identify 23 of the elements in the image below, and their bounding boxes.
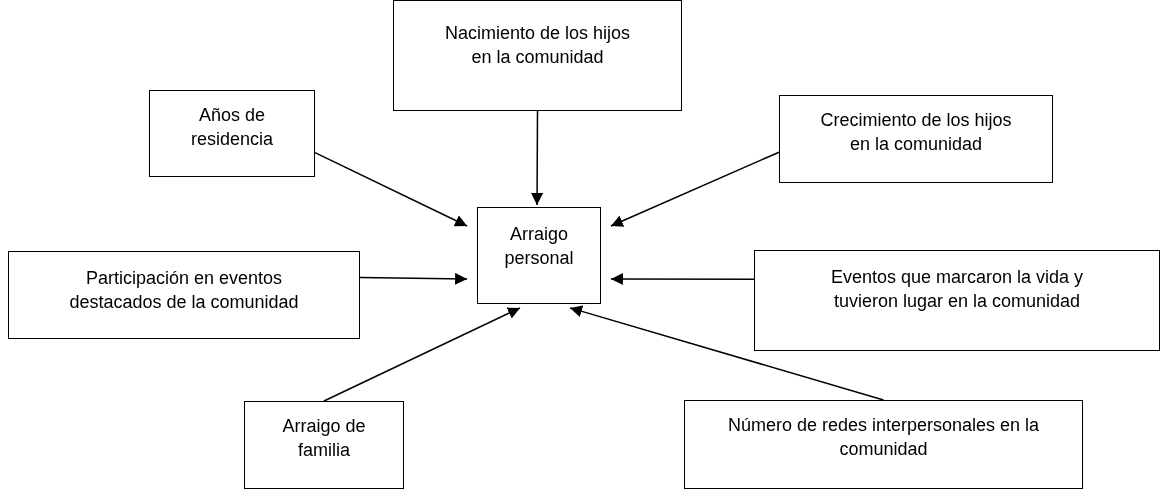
arrow bbox=[531, 110, 544, 206]
arrow bbox=[610, 273, 755, 285]
arrow bbox=[610, 151, 780, 227]
box-label: Participación en eventos destacados de la comunidad bbox=[68, 267, 300, 314]
box-label: Eventos que marcaron la vida y tuvieron lugar en la comunidad bbox=[829, 266, 1085, 313]
arrow bbox=[569, 305, 885, 401]
arrow bbox=[359, 272, 468, 285]
factor-box bbox=[393, 0, 682, 111]
factor-box bbox=[779, 95, 1053, 183]
factor-box bbox=[149, 90, 315, 177]
box-label: Arraigo de familia bbox=[281, 415, 367, 462]
box-label: Años de residencia bbox=[189, 104, 274, 151]
factor-box bbox=[754, 250, 1160, 351]
box-label: Nacimiento de los hijos en la comunidad bbox=[443, 22, 632, 69]
factor-box bbox=[244, 401, 404, 489]
factor-box bbox=[8, 251, 360, 339]
arrow bbox=[323, 307, 521, 402]
box-label: Número de redes interpersonales en la comunidad bbox=[726, 414, 1041, 461]
factor-box bbox=[684, 400, 1083, 489]
central-box bbox=[477, 207, 601, 304]
arrow bbox=[314, 151, 468, 227]
box-label: Arraigo personal bbox=[503, 223, 575, 270]
box-label: Crecimiento de los hijos en la comunidad bbox=[819, 109, 1013, 156]
